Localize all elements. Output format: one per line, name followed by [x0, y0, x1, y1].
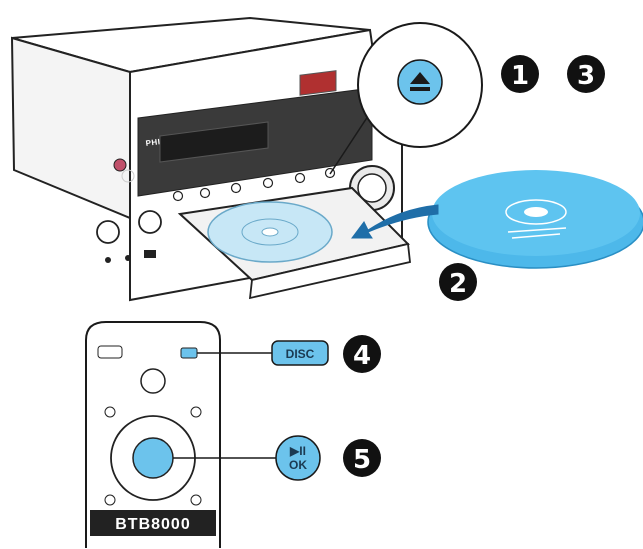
step-badge-5: 5: [343, 439, 381, 477]
micro-system-unit: PHILIPS: [10, 16, 411, 302]
step-number: 2: [449, 269, 467, 299]
play-pause-symbol: ▶II: [289, 444, 306, 458]
power-button: [113, 158, 127, 172]
left-knob-1: [96, 220, 120, 244]
remote-top-button: [97, 345, 123, 359]
disc-tray-front: [248, 242, 411, 300]
step-number: 4: [353, 341, 371, 371]
red-display: [299, 70, 337, 96]
insert-arrow: [351, 204, 439, 239]
remote-round-button: [140, 368, 166, 394]
disc-button-label: DISC: [286, 347, 315, 361]
remote-control: BTB8000: [85, 321, 221, 548]
disc-button-callout: DISC: [271, 340, 329, 366]
step-badge-2: 2: [439, 263, 477, 301]
model-label-box: [90, 510, 216, 536]
step-badge-3: 3: [567, 55, 605, 93]
step-number: 5: [353, 445, 371, 475]
step-badge-4: 4: [343, 335, 381, 373]
step-number: 3: [577, 61, 595, 91]
remote-disc-button: [180, 347, 198, 359]
play-pause-ok: OK: [289, 458, 307, 472]
loose-disc: [427, 170, 643, 269]
display-window: [159, 121, 269, 163]
play-ok-callout: ▶II OK: [275, 435, 321, 481]
eject-callout: [329, 22, 483, 175]
step-number: 1: [511, 61, 529, 91]
eject-icon: [410, 72, 430, 91]
step-badge-1: 1: [501, 55, 539, 93]
left-knob-2: [138, 210, 162, 234]
remote-ok-button: [132, 437, 174, 479]
model-label: BTB8000: [115, 516, 190, 533]
standby-button: [121, 169, 135, 183]
